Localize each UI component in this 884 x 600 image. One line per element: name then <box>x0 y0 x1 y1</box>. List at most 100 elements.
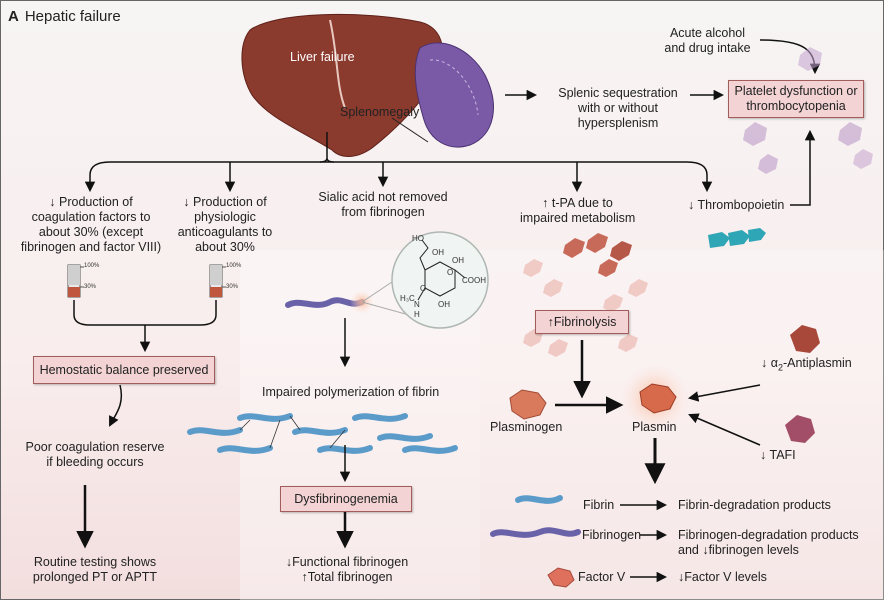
gauge-coag <box>67 264 84 298</box>
fibrinogen-products-line-2: and ↓fibrinogen levels <box>678 543 799 557</box>
fibrin-label: Fibrin <box>583 498 615 512</box>
factor-v-image <box>547 567 575 588</box>
alcohol-line-2: and drug intake <box>664 41 751 55</box>
antiplasmin-prefix: ↓ α <box>761 356 778 370</box>
anticoag-text: ↓ Production of physiologic anticoagulan… <box>165 195 285 255</box>
tpa-line-2: impaired metabolism <box>520 211 636 225</box>
arrow-tafi <box>688 413 761 446</box>
mol-ho: HO <box>412 234 424 243</box>
fibrinogen-products-line-1: Fibrinogen-degradation products <box>678 528 859 542</box>
thrombopoietin-molecules <box>708 228 766 248</box>
plasmin-image <box>639 383 677 414</box>
mol-oh-3: OH <box>438 300 450 309</box>
reserve-line-2: if bleeding occurs <box>46 455 144 469</box>
reserve-line-1: Poor coagulation reserve <box>25 440 165 454</box>
splenomegaly-pointer <box>391 117 429 143</box>
branch-join <box>319 157 335 163</box>
mol-h3c: H₃C <box>400 294 415 303</box>
platelet-line-1: Platelet dysfunction or <box>734 84 858 98</box>
mol-cooh: COOH <box>462 276 486 285</box>
mol-o: O <box>420 284 427 293</box>
gauge-anticoag <box>209 264 226 298</box>
coag-line-3: about 30% (except <box>38 225 144 239</box>
anticoag-line-3: anticoagulants to <box>177 225 273 239</box>
spleen-image <box>414 42 494 148</box>
gauge-anticoag-100: 100% <box>226 263 242 269</box>
factor-v-label: Factor V <box>578 570 626 584</box>
anticoag-line-1: ↓ Production of <box>183 195 267 209</box>
factor-v-result: ↓Factor V levels <box>678 570 767 584</box>
antiplasmin-subscript: 2 <box>777 362 783 373</box>
mol-o-ring: O <box>447 268 454 277</box>
coag-line-4: fibrinogen and factor VIII) <box>20 240 162 254</box>
anticoag-line-4: about 30% <box>195 240 255 254</box>
anticoag-line-2: physiologic <box>194 210 256 224</box>
tpa-line-1: ↑ t-PA due to <box>542 196 613 210</box>
fibrinogen-result-line-2: ↑Total fibrinogen <box>301 570 393 584</box>
mol-oh-2: OH <box>452 256 464 265</box>
panel-letter: A <box>8 8 19 25</box>
splenic-text: Splenic sequestration with or without hy… <box>548 86 688 131</box>
coag-factors-text: ↓ Production of coagulation factors to a… <box>10 195 172 255</box>
plasminogen-image <box>509 389 547 420</box>
column-panel-fibrinolysis <box>480 250 884 600</box>
tpa-text: ↑ t-PA due to impaired metabolism <box>520 196 635 226</box>
sialic-acid-magnifier <box>391 231 489 329</box>
dysfibrinogenemia-box: Dysfibrinogenemia <box>280 486 412 512</box>
coag-line-1: ↓ Production of <box>49 195 133 209</box>
plasminogen-label: Plasminogen <box>490 420 563 434</box>
arrow-to-reserve <box>109 384 122 427</box>
splenic-line-3: hypersplenism <box>577 116 659 130</box>
fibrinogen-strand <box>490 527 581 538</box>
sialic-text: Sialic acid not removed from fibrinogen <box>308 190 458 220</box>
mol-oh-1: OH <box>432 248 444 257</box>
splenic-line-1: Splenic sequestration <box>558 86 678 100</box>
spleen-label: Splenomegaly <box>340 105 420 119</box>
branch-bracket <box>89 161 708 176</box>
spleen-outline <box>429 59 479 116</box>
coag-line-2: coagulation factors to <box>31 210 151 224</box>
fibrinogen-label: Fibrinogen <box>582 528 642 542</box>
platelet-cluster <box>743 47 873 174</box>
platelet-box: Platelet dysfunction or thrombocytopenia <box>728 80 864 118</box>
plasmin-label: Plasmin <box>632 420 677 434</box>
alcohol-line-1: Acute alcohol <box>669 26 746 40</box>
reserve-text: Poor coagulation reserve if bleeding occ… <box>20 440 170 470</box>
mol-n: N <box>414 300 420 309</box>
testing-text: Routine testing shows prolonged PT or AP… <box>20 555 170 585</box>
antiplasmin-image <box>790 325 820 353</box>
liver-image <box>241 13 444 157</box>
testing-line-2: prolonged PT or APTT <box>32 570 158 584</box>
tafi-label: ↓ TAFI <box>760 448 796 462</box>
splenic-line-2: with or without <box>578 101 658 115</box>
alcohol-text: Acute alcohol and drug intake <box>645 26 770 56</box>
arrow-thrombopoietin <box>790 129 816 206</box>
fibrin-result: Fibrin-degradation products <box>678 498 831 512</box>
tpa-cluster <box>563 233 632 277</box>
fibrinogen-result-line-1: ↓Functional fibrinogen <box>285 555 409 569</box>
mol-h: H <box>414 310 420 319</box>
fibrin-strand <box>515 495 563 504</box>
liver-ligament <box>329 19 346 109</box>
antiplasmin-suffix: -Antiplasmin <box>782 356 852 370</box>
hemostatic-balance-box: Hemostatic balance preserved <box>33 356 215 384</box>
sialic-line-1: Sialic acid not removed <box>318 190 448 204</box>
fibrinogen-products-text: Fibrinogen-degradation products and ↓fib… <box>678 528 859 558</box>
sialic-acid-structure <box>417 239 466 301</box>
gauge-anticoag-30: 30% <box>226 284 239 290</box>
liver-label: Liver failure <box>290 50 355 64</box>
sialic-line-2: from fibrinogen <box>341 205 425 219</box>
impaired-polymerization-text: Impaired polymerization of fibrin <box>262 385 440 399</box>
fibrin-crosslinks <box>239 415 346 449</box>
arrow-antiplasmin <box>687 384 761 402</box>
fibrinolysis-box: ↑Fibrinolysis <box>535 310 629 334</box>
antiplasmin-text: ↓ α2-Antiplasmin <box>761 356 852 376</box>
gauge-coag-100: 100% <box>84 263 100 269</box>
thrombopoietin-text: ↓ Thrombopoietin <box>688 198 785 212</box>
platelet-line-2: thrombocytopenia <box>746 99 846 113</box>
fibrinogen-result-text: ↓Functional fibrinogen ↑Total fibrinogen <box>282 555 412 585</box>
panel-title-text: Hepatic failure <box>24 8 121 25</box>
fibrin-mesh <box>187 413 458 454</box>
tafi-image <box>785 415 815 443</box>
gauge-coag-30: 30% <box>84 284 97 290</box>
